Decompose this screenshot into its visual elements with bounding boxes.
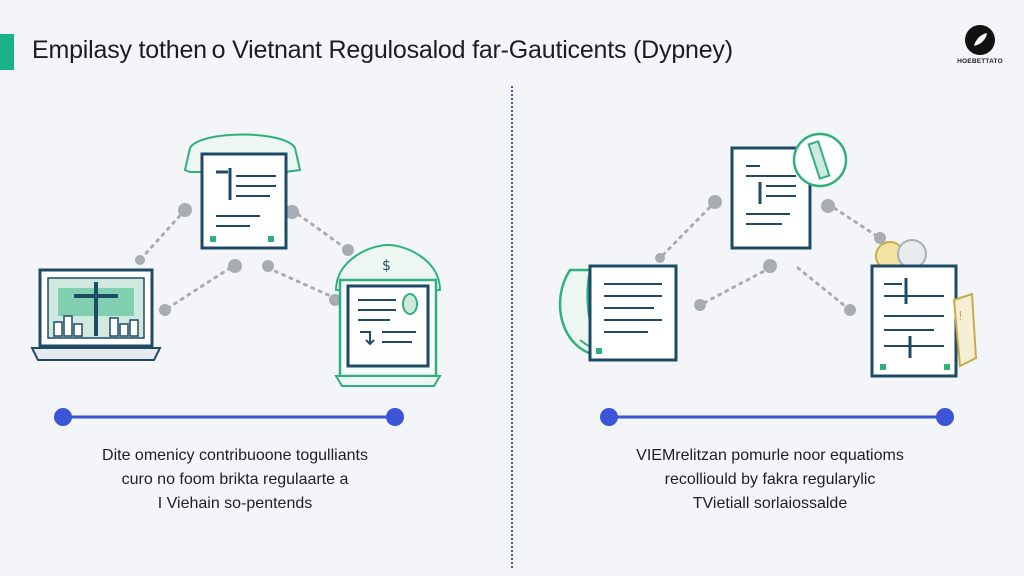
right-timeline-start-node — [600, 408, 618, 426]
left-timeline-end-node — [386, 408, 404, 426]
right-caption: VIEMrelitzan pomurle noor equatioms reco… — [560, 444, 980, 516]
left-connectors — [138, 208, 350, 312]
left-diagram: $ — [30, 133, 442, 387]
left-caption-line: Dite omenicy contribuoone togulliants — [102, 447, 368, 464]
policy-document-icon — [558, 264, 678, 362]
left-caption-line: curo no foom brikta regulaarte a — [121, 471, 349, 488]
bank-document-icon: $ — [334, 243, 442, 387]
left-caption-line: I Viehain so-pentends — [157, 495, 313, 512]
right-caption-line: TVietiall sorlaiossalde — [692, 495, 848, 512]
left-caption: Dite omenicy contribuoone togulliants cu… — [25, 444, 445, 516]
left-timeline — [54, 408, 404, 426]
svg-text:$: $ — [382, 258, 391, 274]
circle-leaf-icon — [965, 25, 995, 55]
right-timeline — [600, 408, 954, 426]
laptop-icon — [30, 268, 162, 361]
page-title: Empilasy tothen o Vietnant Regulosalod f… — [32, 36, 733, 64]
logo-text: HOEBETTATO — [957, 58, 1003, 65]
svg-text:!: ! — [958, 309, 963, 323]
right-diagram: ! — [558, 132, 978, 378]
right-connectors — [658, 200, 882, 312]
timeline-bars — [54, 408, 954, 426]
panel-divider — [511, 86, 513, 568]
right-timeline-end-node — [936, 408, 954, 426]
finance-document-icon: ! — [870, 239, 978, 378]
left-timeline-start-node — [54, 408, 72, 426]
right-caption-line: recolliould by fakra regularylic — [664, 471, 876, 488]
title-accent-bar — [0, 34, 14, 70]
left-connector-nodes — [135, 203, 354, 316]
signed-document-icon — [730, 132, 848, 250]
right-caption-line: VIEMrelitzan pomurle noor equatioms — [636, 447, 904, 464]
right-connector-nodes — [655, 195, 886, 316]
brand-logo: HOEBETTATO — [950, 24, 1010, 74]
document-icon — [183, 133, 302, 250]
